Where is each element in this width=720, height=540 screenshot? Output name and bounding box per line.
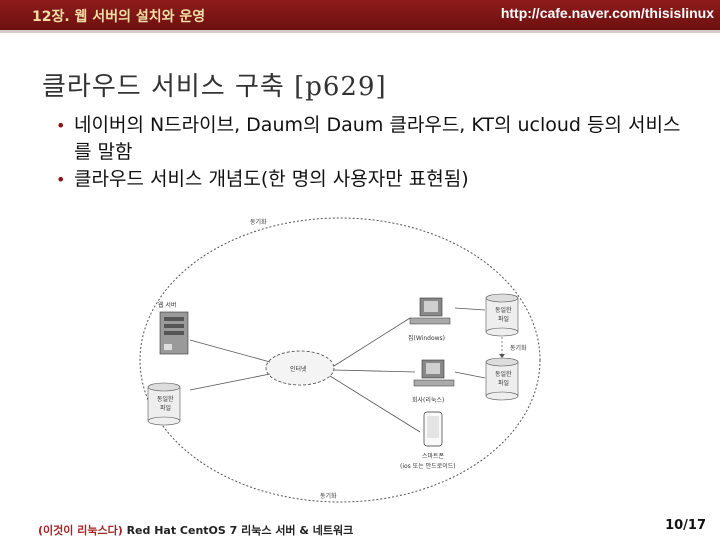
bullet-concept-diagram: 클라우드 서비스 개념도(한 명의 사용자만 표현됨): [56, 166, 686, 193]
sync-arrow-right: 동기화: [499, 337, 527, 358]
home-pc-icon: 집(Windows): [408, 298, 450, 342]
page-number: 10/17: [665, 518, 706, 533]
header-divider: [0, 30, 720, 33]
footer-book-highlight: (이것이 리눅스다): [38, 524, 123, 537]
home-files-cylinder: 동일한 파일: [486, 294, 518, 336]
office-pc-icon: 회사(리눅스): [412, 360, 454, 404]
office-files-line2: 파일: [498, 379, 509, 387]
server-files-cylinder: 동일한 파일: [148, 383, 180, 425]
web-server-label: 웹 서버: [158, 301, 176, 309]
office-files-cylinder: 동일한 파일: [486, 358, 518, 400]
server-files-line1: 동일한: [157, 395, 174, 403]
office-files-line1: 동일한: [495, 370, 512, 378]
office-pc-label: 회사(리눅스): [412, 396, 444, 404]
sync-loop-ellipse: [140, 218, 540, 502]
home-files-line1: 동일한: [495, 306, 512, 314]
slide-title: 클라우드 서비스 구축 [p629]: [42, 66, 387, 103]
home-files-line2: 파일: [498, 315, 509, 323]
home-pc-label: 집(Windows): [408, 335, 445, 342]
cloud-concept-diagram: 동기화 동기화 인터넷 웹 서버 동일한 파일 집(Windows): [0, 200, 720, 515]
smartphone-label-1: 스마트폰: [422, 452, 445, 460]
smartphone-icon: 스마트폰 (ios 또는 안드로이드): [400, 412, 456, 470]
server-files-line2: 파일: [160, 404, 171, 412]
sync-bottom-label: 동기화: [320, 492, 337, 500]
web-server-icon: 웹 서버: [158, 301, 188, 354]
sync-top-label: 동기화: [250, 218, 267, 226]
smartphone-label-2: (ios 또는 안드로이드): [400, 462, 456, 470]
bullet-cloud-services: 네이버의 N드라이브, Daum의 Daum 클라우드, KT의 ucloud …: [56, 112, 686, 166]
sync-right-label: 동기화: [510, 344, 527, 352]
chapter-title: 12장. 웹 서버의 설치와 운영: [32, 6, 205, 26]
internet-cloud: 인터넷: [266, 351, 334, 385]
internet-label: 인터넷: [290, 365, 307, 373]
footer-book: (이것이 리눅스다) Red Hat CentOS 7 리눅스 서버 & 네트워…: [38, 522, 353, 538]
footer-book-title: Red Hat CentOS 7 리눅스 서버 & 네트워크: [123, 524, 354, 537]
cafe-url[interactable]: http://cafe.naver.com/thisislinux: [501, 5, 714, 21]
bullet-list: 네이버의 N드라이브, Daum의 Daum 클라우드, KT의 ucloud …: [56, 112, 686, 193]
